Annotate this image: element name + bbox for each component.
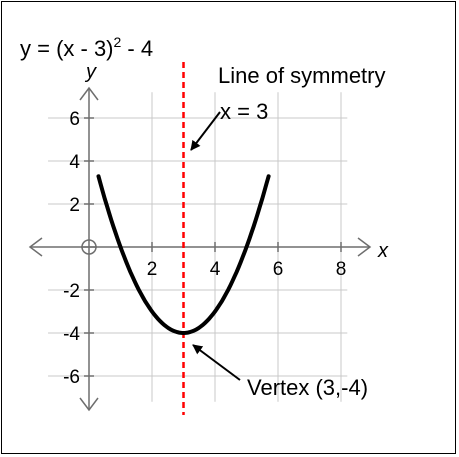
x-tick-label: 6 [273,259,284,280]
symmetry-title: Line of symmetry [218,63,386,88]
x-axis-label: x [377,240,389,262]
axes [28,86,372,412]
x-tick-label: 2 [147,259,158,280]
x-axis-left-arrow [28,237,43,257]
y-tick-label: -6 [63,367,80,388]
y-tick-label: 6 [69,109,80,130]
y-axis-bottom-arrow [79,397,99,412]
y-axis-label: y [84,61,97,83]
y-tick-label: -2 [63,281,80,302]
symmetry-pointer-arrow [190,111,221,151]
vertex-pointer-arrow [192,344,241,381]
grid-lines [48,92,348,402]
x-axis-right-arrow [357,237,372,257]
parabola-curve [96,174,271,336]
x-tick-label: 4 [210,259,221,280]
y-axis-top-arrow [79,86,99,101]
vertex-label: Vertex (3,-4) [247,375,368,400]
y-tick-label: -4 [63,324,80,345]
tick-labels: 2 4 6 8 6 4 2 -2 -4 -6 [63,109,346,388]
symmetry-equation: x = 3 [220,99,268,124]
x-tick-label: 8 [336,259,347,280]
chart-title: y = (x - 3)2 - 4 [20,34,153,61]
y-tick-label: 2 [69,195,80,216]
y-tick-label: 4 [69,152,80,173]
